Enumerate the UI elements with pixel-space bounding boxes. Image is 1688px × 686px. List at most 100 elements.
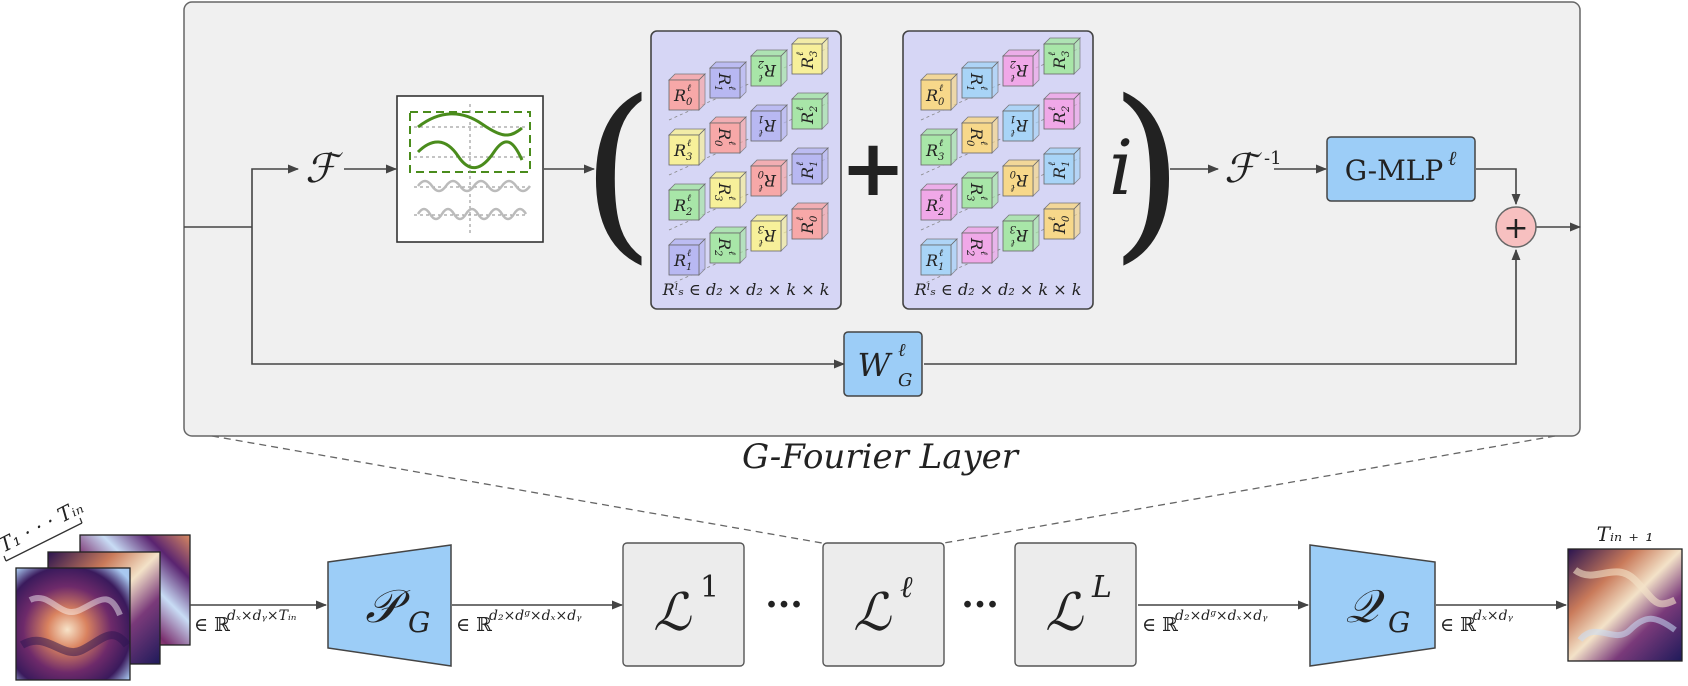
g-mlp-box: G-MLP ℓ [1326,136,1476,202]
input-dim-label: ∈ ℝ [194,614,230,636]
imag-cube-r1-c2: R1ℓ [1002,104,1040,142]
g-mlp-label: G-MLP [1345,154,1443,187]
g-mlp-superscript: ℓ [1448,146,1457,170]
real-cube-r0-c3: R3ℓ [791,37,829,75]
imag-cube-superscript: ℓ [978,196,989,200]
high-mode-curve-1 [416,179,532,193]
mode-truncation-box [396,95,544,243]
real-cube-r1-c3: R2ℓ [791,92,829,130]
layer-last-superscript: L [1091,570,1112,605]
layer-first-label: ℒ [653,583,692,643]
imag-cube-superscript: ℓ [939,83,943,94]
ellipsis-right: ··· [961,584,999,626]
imag-cube-superscript: ℓ [939,193,943,204]
ellipsis-left: ··· [765,584,803,626]
real-cube-superscript: ℓ [759,182,763,193]
real-cube-r0-c2: R2ℓ [750,49,788,87]
real-cube-superscript: ℓ [687,193,691,204]
layer-title: G-Fourier Layer [742,437,1020,477]
imag-cube-superscript: ℓ [1011,127,1015,138]
real-cube-superscript: ℓ [795,217,806,221]
imag-cube-superscript: ℓ [978,141,989,145]
real-cube-r2-c2: R0ℓ [750,159,788,197]
layer-last-box: ℒ L [1014,542,1137,667]
high-mode-curve-2 [416,207,528,221]
real-cube-superscript: ℓ [795,52,806,56]
layer-last-label: ℒ [1045,583,1084,643]
low-mode-curve-2 [416,140,524,169]
weight-symbol: W [858,346,894,384]
layer-mid-box: ℒ ℓ [822,542,945,667]
projection-subscript: G [1388,606,1410,639]
projection-operator: 𝒬 G [1309,544,1436,667]
imag-cube-r1-c0: R3ℓ [920,128,958,166]
lift-dim-superscript: d₂×dᵍ×dₓ×dᵧ [489,608,582,624]
imag-cube-r3-c0: R1ℓ [920,238,958,276]
real-tensor-caption: Rˡₛ ∈ d₂ × d₂ × k × k [662,280,830,299]
real-cube-superscript: ℓ [687,138,691,149]
open-parenthesis: ( [581,60,655,281]
input-sequence-label: T₁ · · · Tᵢₙ [0,494,87,557]
real-cube-r1-c2: R1ℓ [750,104,788,142]
skip-weight-box: W G ℓ [843,331,923,397]
real-cube-superscript: ℓ [726,141,737,145]
close-parenthesis: ) [1110,60,1184,281]
real-cube-r1-c0: R3ℓ [668,128,706,166]
layers-dim-label: ∈ ℝ [1142,614,1178,636]
real-cube-superscript: ℓ [759,237,763,248]
lifting-subscript: G [408,606,430,639]
imag-cube-superscript: ℓ [1011,182,1015,193]
real-cube-superscript: ℓ [795,107,806,111]
input-field-stack [3,517,191,681]
real-cube-superscript: ℓ [726,196,737,200]
imag-cube-r0-c3: R3ℓ [1043,37,1081,75]
input-dim-superscript: dₓ×dᵧ×Tᵢₙ [227,608,297,624]
real-cube-r0-c0: R0ℓ [668,73,706,111]
imag-cube-superscript: ℓ [978,251,989,255]
imag-cube-superscript: ℓ [939,138,943,149]
real-cube-r3-c3: R0ℓ [791,202,829,240]
output-field [1567,548,1683,662]
imag-cube-r0-c2: R2ℓ [1002,49,1040,87]
layer-mid-superscript: ℓ [900,570,913,605]
imag-cube-superscript: ℓ [978,86,989,90]
weight-subscript: G [898,370,912,391]
imag-cube-superscript: ℓ [1047,107,1058,111]
imag-cube-superscript: ℓ [1011,72,1015,83]
real-cube-superscript: ℓ [759,127,763,138]
real-cube-superscript: ℓ [726,251,737,255]
zoom-lines [211,435,1556,544]
imag-cube-superscript: ℓ [1011,237,1015,248]
lift-dim-label: ∈ ℝ [456,614,492,636]
imag-cube-r2-c3: R1ℓ [1043,147,1081,185]
imag-cube-r2-c2: R0ℓ [1002,159,1040,197]
proj-dim-label: ∈ ℝ [1440,614,1476,636]
inverse-fourier-exponent: -1 [1264,148,1282,169]
real-cube-r3-c0: R1ℓ [668,238,706,276]
real-cube-superscript: ℓ [687,248,691,259]
imag-tensor-caption: Rˡₛ ∈ d₂ × d₂ × k × k [914,280,1082,299]
imag-cube-superscript: ℓ [1047,217,1058,221]
layer-first-superscript: 1 [700,570,719,605]
layer-mid-label: ℒ [853,583,892,643]
imag-cube-r3-c2: R3ℓ [1002,214,1040,252]
real-cube-r2-c0: R2ℓ [668,183,706,221]
sum-node: + [1495,206,1537,248]
layers-dim-superscript: d₂×dᵍ×dₓ×dᵧ [1175,608,1268,624]
imag-cube-r1-c3: R2ℓ [1043,92,1081,130]
imag-cube-r2-c0: R2ℓ [920,183,958,221]
real-cube-r3-c2: R3ℓ [750,214,788,252]
imaginary-unit: i [1109,123,1133,212]
real-cube-superscript: ℓ [759,72,763,83]
imag-cube-superscript: ℓ [939,248,943,259]
